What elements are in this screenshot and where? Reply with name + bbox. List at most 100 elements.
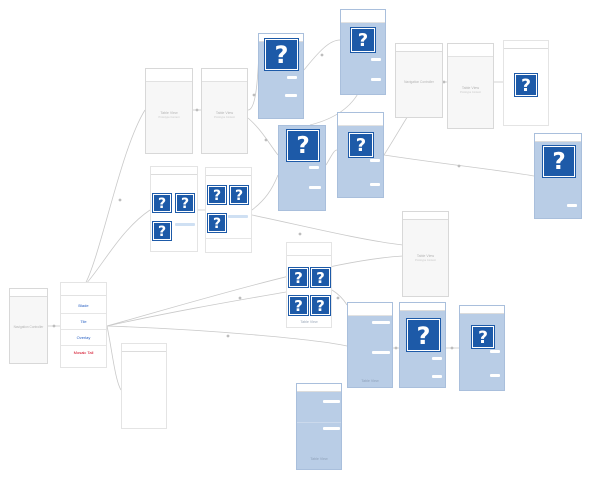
scene-table-view-3[interactable]: Table View Prototype Content <box>447 43 494 129</box>
segue-node <box>118 198 122 202</box>
missing-image-icon: ? <box>350 27 376 53</box>
placeholder-label: Table View <box>461 86 480 90</box>
segue-img1-img2 <box>303 39 341 71</box>
scene-table-view-4[interactable]: Table View Prototype Content <box>402 211 449 297</box>
menu-item-mosaic-tall[interactable]: Mosaic Tall <box>73 350 94 355</box>
segue-img4-right <box>383 154 535 177</box>
scene-blank[interactable] <box>121 343 167 429</box>
nav-bar <box>535 134 581 142</box>
missing-image-icon: ? <box>264 38 299 71</box>
label-line <box>372 321 390 324</box>
missing-image-icon: ? <box>175 193 195 213</box>
segue-node <box>238 296 242 300</box>
scene-image-detail-3[interactable]: ? <box>278 125 326 211</box>
search-bar <box>348 310 392 316</box>
scene-image-detail-8[interactable]: ? <box>459 305 505 391</box>
label-line <box>323 427 340 430</box>
segue-root-lower <box>106 325 348 347</box>
scene-image-detail-1[interactable]: ? <box>258 33 304 119</box>
placeholder-sublabel: Prototype Content <box>158 116 180 119</box>
missing-image-icon: ? <box>542 145 576 178</box>
segue-img3-img4 <box>325 149 338 166</box>
search-bar <box>146 76 192 82</box>
segue-root-upper-table <box>83 109 146 287</box>
menu-item-overlay[interactable]: Overlay <box>76 335 91 340</box>
label-line <box>370 183 380 186</box>
segue-grid2-img3 <box>251 174 279 211</box>
placeholder-label: Table View <box>310 457 328 461</box>
row-divider <box>61 329 106 330</box>
label-line <box>371 58 381 61</box>
scene-mosaic-grid[interactable]: ? ? ? ? Table View <box>286 242 332 328</box>
nav-bar-secondary <box>61 290 106 296</box>
row-divider <box>61 345 106 346</box>
label-line <box>372 351 390 354</box>
toolbar <box>287 250 331 256</box>
scene-navigation-controller-main[interactable]: Navigation Controller <box>9 288 48 364</box>
scene-table-view-6[interactable]: Table View <box>296 383 342 470</box>
scene-image-detail-2[interactable]: ? <box>340 9 386 95</box>
segue-table2-img3 <box>247 117 279 156</box>
toolbar <box>341 17 385 23</box>
scene-image-detail-6[interactable]: ? <box>534 133 582 219</box>
label-line <box>490 374 500 377</box>
label-line <box>285 94 297 97</box>
nav-bar <box>460 306 504 314</box>
scene-image-detail-4[interactable]: ? <box>337 112 384 198</box>
nav-bar <box>400 303 445 311</box>
segue-node <box>336 296 340 300</box>
row-divider <box>297 422 341 423</box>
toolbar <box>338 120 383 126</box>
label-line <box>228 215 248 218</box>
label-line <box>323 400 340 403</box>
scene-grid-layout-1[interactable]: ? ? ? <box>150 166 198 252</box>
scene-table-view-1[interactable]: Table View Prototype Content <box>145 68 193 154</box>
missing-image-icon: ? <box>514 73 538 97</box>
segue-node <box>394 346 398 350</box>
missing-image-icon: ? <box>348 132 374 158</box>
nav-bar <box>151 167 197 175</box>
placeholder-label: Table View <box>416 254 435 258</box>
scene-image-detail-7[interactable]: ? <box>399 302 446 388</box>
placeholder-label: Table View <box>361 379 379 383</box>
segue-mosaic-table4 <box>331 289 348 306</box>
segue-node <box>52 324 56 328</box>
segue-node <box>264 138 268 142</box>
segue-root-mosaic <box>106 291 287 327</box>
nav-bar <box>396 44 442 52</box>
scene-image-detail-5[interactable]: ? <box>503 40 549 126</box>
menu-item-tile[interactable]: Tile <box>80 319 87 324</box>
missing-image-icon: ? <box>207 213 227 233</box>
label-line <box>309 166 319 169</box>
placeholder-label: Table View <box>215 111 234 115</box>
scene-navigation-controller-2[interactable]: Navigation Controller <box>395 43 443 118</box>
segue-node <box>320 53 324 57</box>
nav-bar <box>403 212 448 220</box>
missing-image-icon: ? <box>310 295 331 316</box>
segue-node <box>195 108 199 112</box>
scene-grid-layout-2[interactable]: ? ? ? <box>205 167 252 253</box>
label-line <box>370 159 380 162</box>
scene-root-menu[interactable]: Blade Tile Overlay Mosaic Tall <box>60 282 107 368</box>
label-line <box>287 76 297 79</box>
segue-node <box>298 232 302 236</box>
segue-grid2-lower-b <box>251 214 404 246</box>
nav-bar <box>504 41 548 49</box>
row-divider <box>206 238 251 239</box>
label-line <box>490 350 500 353</box>
scene-table-view-2[interactable]: Table View Prototype Content <box>201 68 248 154</box>
row-divider <box>61 313 106 314</box>
missing-image-icon: ? <box>288 295 309 316</box>
placeholder-label: Table View <box>160 111 178 115</box>
placeholder-sublabel: Prototype Content <box>214 116 235 119</box>
placeholder-label: Table View <box>300 320 318 324</box>
placeholder-label: Navigation Controller <box>13 325 44 329</box>
missing-image-icon: ? <box>229 185 249 205</box>
label-line <box>432 357 442 360</box>
segue-node <box>252 93 256 97</box>
missing-image-icon: ? <box>406 318 441 352</box>
scene-table-view-5[interactable]: Table View <box>347 302 393 388</box>
segue-node <box>226 334 230 338</box>
menu-item-blade[interactable]: Blade <box>78 303 89 308</box>
